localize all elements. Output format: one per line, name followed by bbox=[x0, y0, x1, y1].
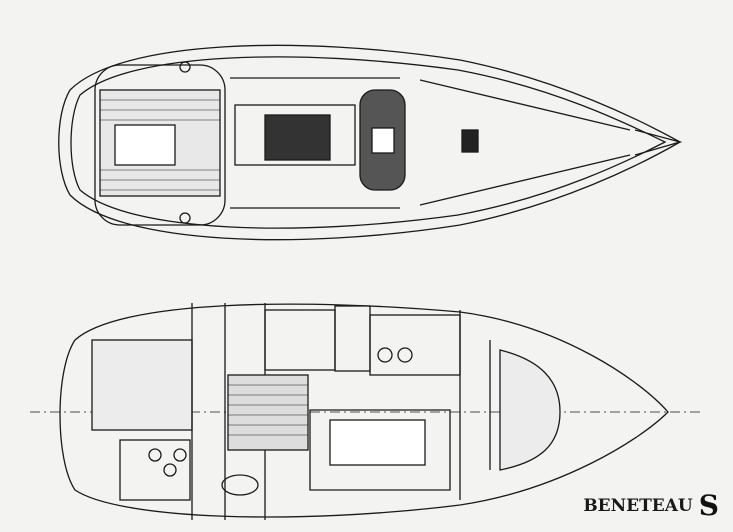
brand-seahorse-mark: S bbox=[698, 489, 719, 522]
deck-plan bbox=[58, 44, 683, 241]
interior-plan bbox=[30, 303, 700, 520]
brand-block: BENETEAU S bbox=[583, 490, 719, 522]
brand-logo: BENETEAU bbox=[583, 496, 693, 516]
